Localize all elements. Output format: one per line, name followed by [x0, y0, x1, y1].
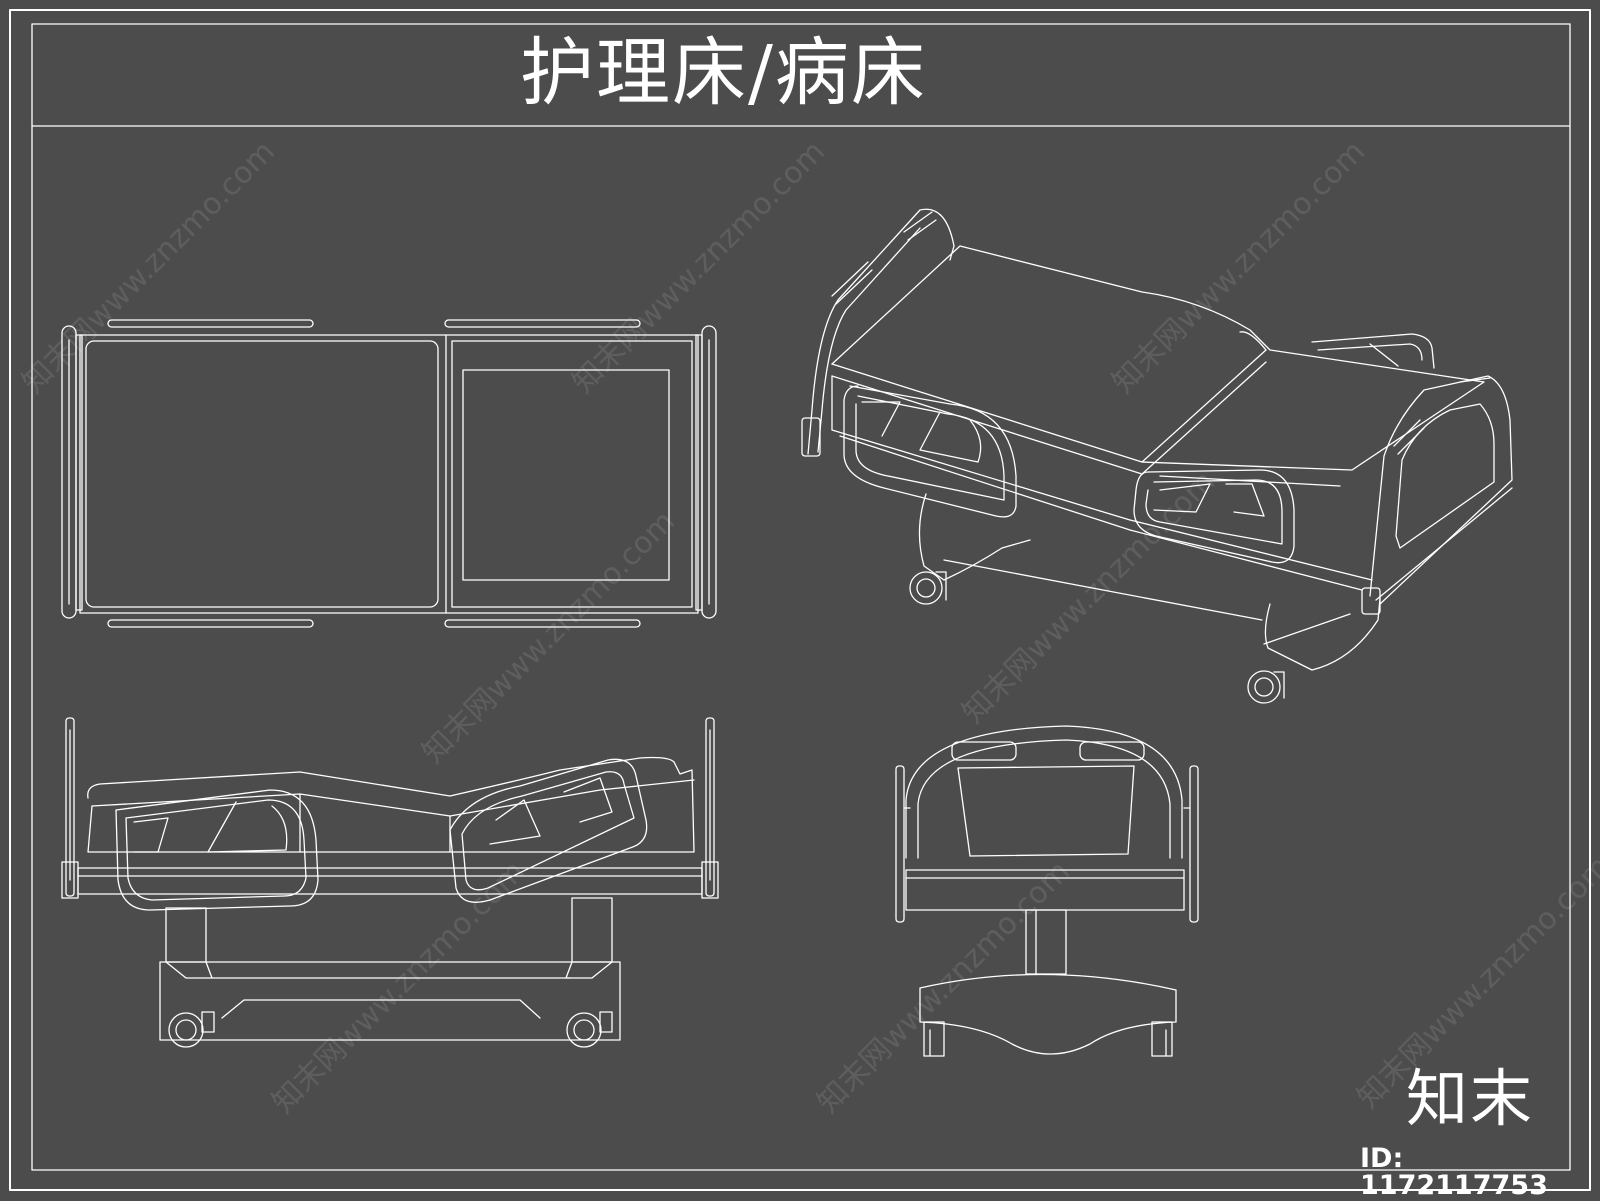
- drawing-title: 护理床/病床: [520, 30, 927, 116]
- inner-frame: [31, 23, 1571, 1171]
- bed-end-elevation: [895, 725, 1199, 1057]
- outer-frame: [9, 9, 1591, 1191]
- bed-perspective-view: [801, 208, 1513, 704]
- bed-top-view: [61, 319, 717, 628]
- bed-side-elevation: [61, 717, 719, 1048]
- drawing-id: ID: 1172117753: [1360, 1143, 1548, 1201]
- brand-logo: 知末: [1406, 1062, 1535, 1135]
